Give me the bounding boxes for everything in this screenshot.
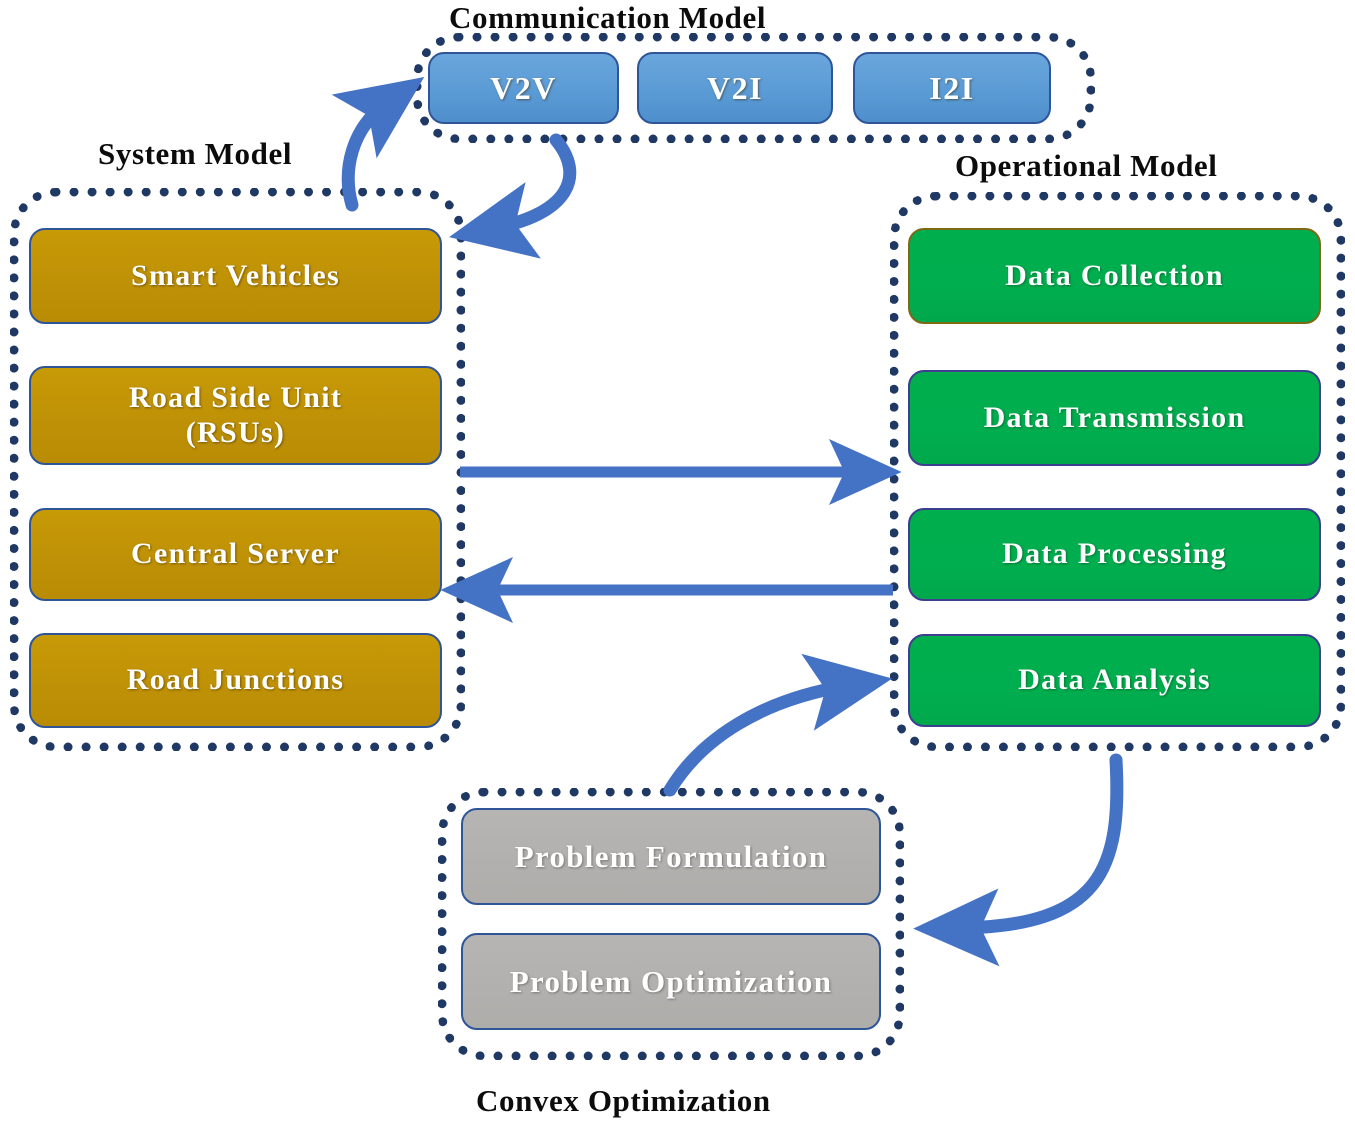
node-v2i[interactable]: V2I bbox=[637, 52, 833, 124]
node-road-junctions-label: Road Junctions bbox=[126, 663, 345, 697]
caption-convex-optimization: Convex Optimization bbox=[476, 1083, 771, 1118]
arrow-operational-to-convex bbox=[913, 753, 1124, 967]
caption-communication-model: Communication Model bbox=[449, 0, 767, 35]
node-problem-optimization[interactable]: Problem Optimization bbox=[461, 933, 881, 1030]
node-data-collection-label: Data Collection bbox=[1005, 258, 1224, 292]
node-data-analysis[interactable]: Data Analysis bbox=[908, 634, 1321, 727]
node-v2i-label: V2I bbox=[706, 69, 764, 106]
node-data-analysis-label: Data Analysis bbox=[1018, 663, 1211, 697]
node-central-server[interactable]: Central Server bbox=[29, 508, 442, 601]
node-problem-formulation-label: Problem Formulation bbox=[514, 838, 828, 874]
node-smart-vehicles-label: Smart Vehicles bbox=[130, 258, 341, 292]
node-data-transmission-label: Data Transmission bbox=[983, 400, 1246, 434]
arrow-communication-to-system bbox=[449, 133, 577, 259]
node-v2v[interactable]: V2V bbox=[428, 52, 619, 124]
node-data-processing-label: Data Processing bbox=[1002, 537, 1227, 571]
node-i2i[interactable]: I2I bbox=[853, 52, 1051, 124]
node-v2v-label: V2V bbox=[490, 69, 557, 106]
node-central-server-label: Central Server bbox=[131, 537, 340, 571]
node-problem-optimization-label: Problem Optimization bbox=[509, 963, 833, 999]
node-data-transmission[interactable]: Data Transmission bbox=[908, 370, 1321, 466]
node-road-side-unit[interactable]: Road Side Unit (RSUs) bbox=[29, 366, 442, 465]
node-road-junctions[interactable]: Road Junctions bbox=[29, 633, 442, 728]
node-smart-vehicles[interactable]: Smart Vehicles bbox=[29, 228, 442, 324]
node-data-processing[interactable]: Data Processing bbox=[908, 508, 1321, 601]
caption-operational-model: Operational Model bbox=[955, 148, 1218, 183]
caption-system-model: System Model bbox=[98, 136, 293, 171]
node-i2i-label: I2I bbox=[929, 69, 975, 106]
node-road-side-unit-label: Road Side Unit (RSUs) bbox=[128, 381, 343, 449]
arrow-convex-to-operational bbox=[663, 653, 893, 797]
node-data-collection[interactable]: Data Collection bbox=[908, 228, 1321, 324]
node-problem-formulation[interactable]: Problem Formulation bbox=[461, 808, 881, 905]
